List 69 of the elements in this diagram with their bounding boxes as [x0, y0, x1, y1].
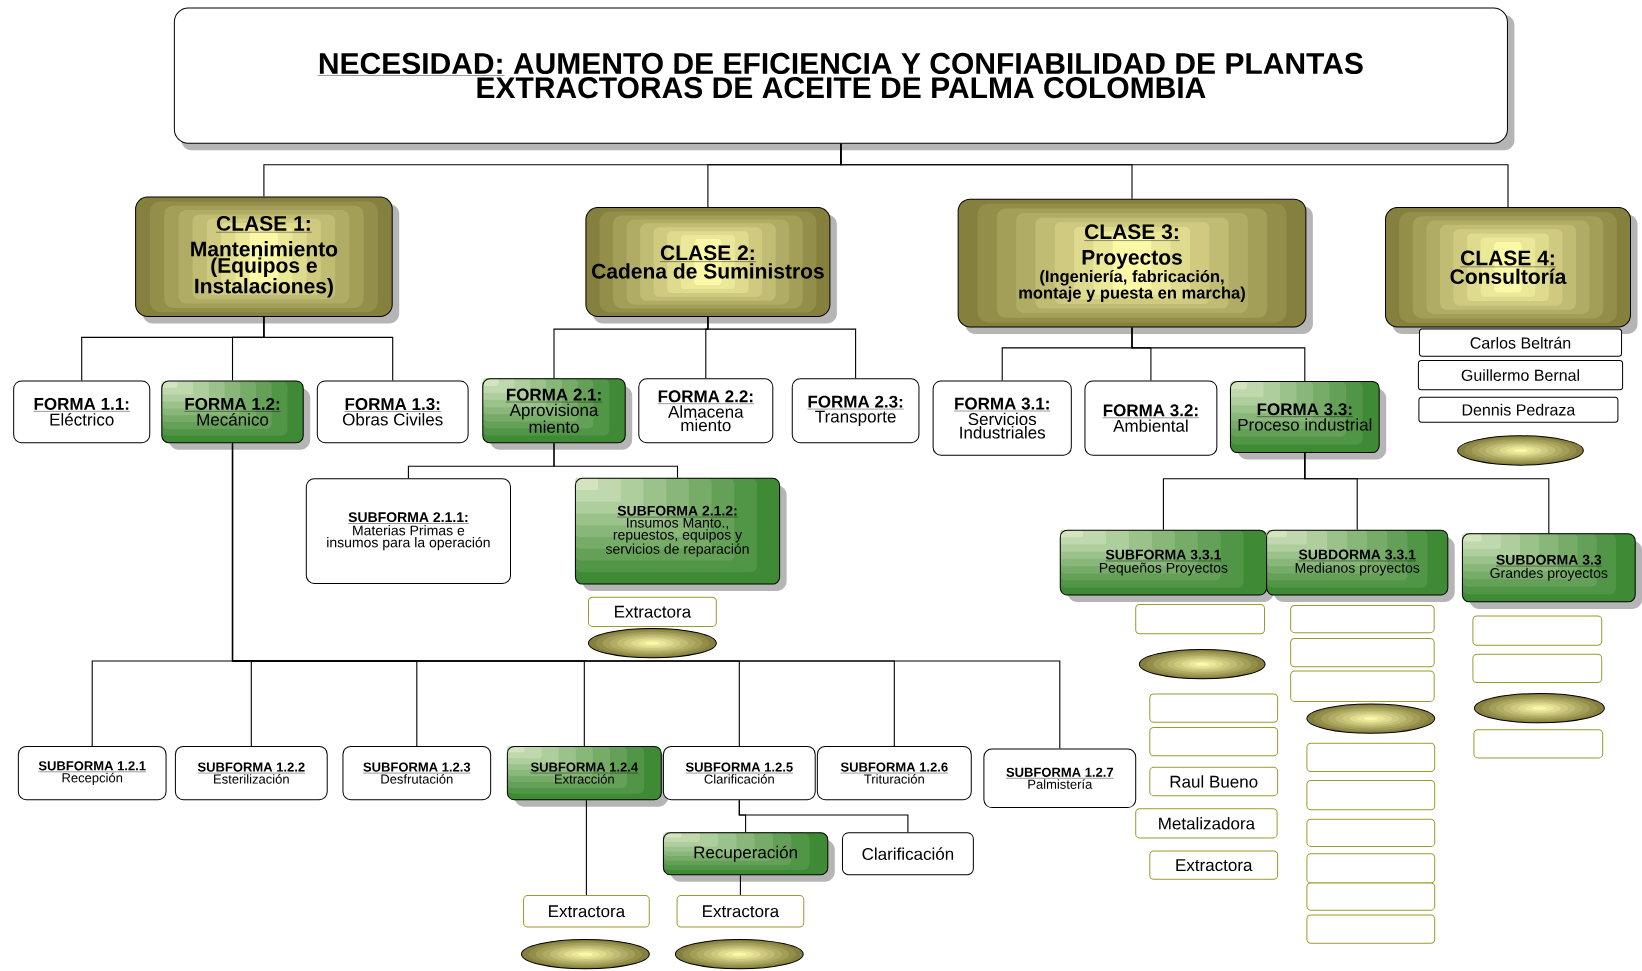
- form-box: FORMA 3.1: Servicios Industriales: [932, 380, 1072, 456]
- connector-line: [1304, 452, 1550, 534]
- class-box: CLASE 2: Cadena de Suministros: [585, 207, 837, 324]
- connector-line: [585, 799, 587, 896]
- company-box: [1472, 615, 1603, 646]
- subform-box: SUBDORMA 3.3.1 Medianos proyectos: [1266, 529, 1455, 603]
- company-box: [1290, 605, 1435, 634]
- subform-box: SUBFORMA 1.2.5 Clarificación: [662, 745, 816, 801]
- company-box: [1306, 882, 1436, 911]
- name-box: Dennis Pedraza: [1418, 396, 1619, 423]
- name-box: Carlos Beltrán: [1418, 328, 1623, 357]
- connector-line: [738, 799, 909, 833]
- company-box: Extractora: [1149, 850, 1279, 880]
- ellipse-badge: [674, 939, 804, 970]
- company-box: [1149, 693, 1279, 723]
- connector-line: [739, 874, 741, 896]
- form-box: FORMA 1.3: Obras Civiles: [316, 380, 469, 444]
- ellipse-badge: [1306, 703, 1436, 734]
- company-box: [1306, 914, 1436, 944]
- form-box: FORMA 2.3: Transporte: [791, 378, 920, 444]
- subform-box: SUBFORMA 3.3.1 Pequeños Proyectos: [1059, 529, 1274, 603]
- connector-line: [263, 316, 394, 381]
- subform-box: SUBFORMA 1.2.3 Desfrutación: [342, 745, 492, 801]
- subform-box: SUBFORMA 1.2.4 Extracción: [506, 745, 669, 807]
- company-box: [1290, 670, 1435, 702]
- connector-line: [553, 442, 679, 479]
- form-box: FORMA 1.2: Mecánico: [161, 380, 311, 450]
- ellipse-badge: [1473, 693, 1605, 724]
- class-box: CLASE 4: Consultoría: [1385, 207, 1638, 334]
- ellipse-badge: [521, 939, 650, 970]
- ellipse-badge: [1138, 649, 1266, 680]
- company-box: [1306, 853, 1436, 884]
- process-box: Recuperación: [662, 832, 835, 882]
- ellipse-badge: [1457, 435, 1584, 466]
- company-box: [1306, 742, 1436, 773]
- class-box: CLASE 1: Mantenimiento (Equipos e Instalaciones): [135, 196, 400, 324]
- form-box: FORMA 2.2: Almacena miento: [638, 378, 774, 444]
- form-box: FORMA 3.3: Proceso industrial: [1229, 380, 1387, 460]
- form-box: FORMA 2.1: Aprovisiona miento: [482, 378, 633, 450]
- company-box: Metalizadora: [1135, 808, 1278, 839]
- class-box: CLASE 3: Proyectos (Ingeniería, fabricación, montaje y puesta en marcha): [957, 198, 1313, 334]
- process-box: Clarificación: [841, 832, 974, 876]
- title-box: NECESIDAD: AUMENTO DE EFICIENCIA Y CONFIABILIDAD DE PLANTAS EXTRACTORAS DE ACEITE DE PALMA COLOMBIA: [173, 7, 1515, 151]
- subform-box: SUBFORMA 1.2.1 Recepción: [17, 745, 167, 801]
- connector-line: [231, 442, 1061, 750]
- company-box: [1473, 729, 1604, 759]
- form-box: FORMA 1.1: Eléctrico: [13, 380, 151, 444]
- subform-box: SUBFORMA 2.1.2: Insumos Manto., repuestos, equipos y servicios de reparación: [574, 477, 787, 592]
- subform-box: SUBFORMA 1.2.6 Trituración: [816, 745, 972, 801]
- subform-box: SUBFORMA 2.1.1: Materias Primas e insumos para la operación: [305, 478, 511, 585]
- company-box: [1306, 779, 1436, 811]
- connector-line: [840, 143, 1509, 208]
- connector-line: [707, 316, 857, 379]
- subform-box: SUBFORMA 1.2.7 Palmistería: [983, 748, 1137, 809]
- subform-box: SUBFORMA 1.2.2 Esterilización: [174, 745, 328, 801]
- company-box: [1472, 653, 1603, 684]
- ellipse-badge: [588, 628, 717, 659]
- company-box: Extractora: [523, 895, 650, 928]
- subform-box: SUBDORMA 3.3 Grandes proyectos: [1461, 533, 1642, 609]
- company-box: [1135, 603, 1265, 635]
- company-box: Extractora: [588, 596, 717, 627]
- connector-line: [1131, 326, 1306, 382]
- company-box: Extractora: [676, 895, 805, 928]
- company-box: Raul Bueno: [1149, 766, 1279, 797]
- company-box: [1290, 638, 1435, 668]
- name-box: Guillermo Bernal: [1417, 359, 1624, 391]
- company-box: [1306, 818, 1436, 847]
- company-box: [1149, 727, 1279, 757]
- form-box: FORMA 3.2: Ambiental: [1084, 380, 1218, 456]
